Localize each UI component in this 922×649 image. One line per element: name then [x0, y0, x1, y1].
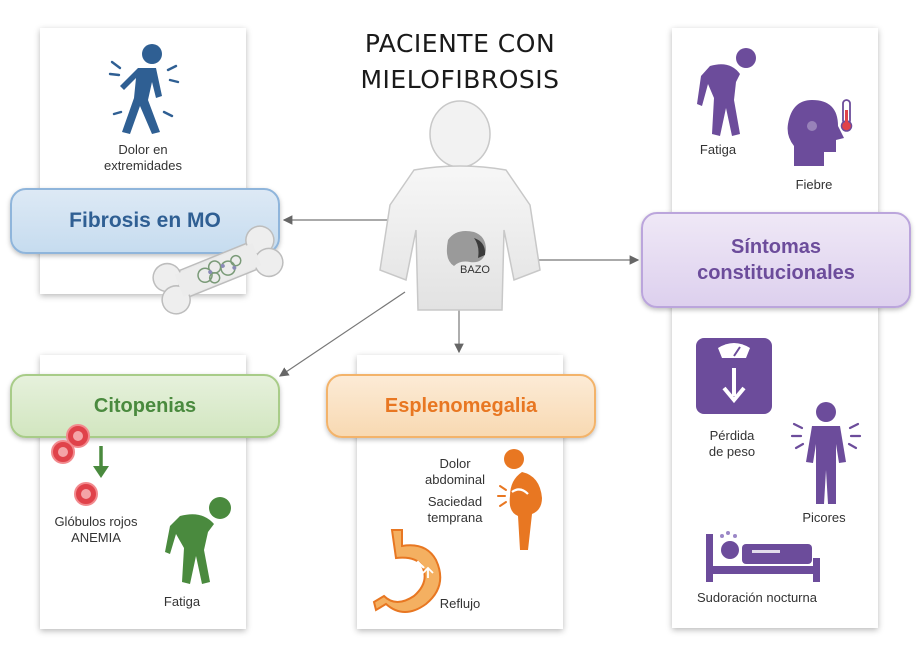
fatigue-green-icon	[165, 497, 231, 584]
weight-loss-line2: de peso	[708, 444, 756, 459]
abdominal-pain-label: Dolor abdominal	[414, 456, 496, 488]
title-line-2: MIELOFIBROSIS	[360, 65, 560, 94]
fatigue-purple-icon	[697, 48, 756, 136]
red-cells-label: Glóbulos rojos ANEMIA	[36, 514, 156, 546]
constitucionales-heading-line1: Síntomas	[730, 236, 822, 258]
early-satiety-label: Saciedad temprana	[414, 494, 496, 526]
citopenias-heading: Citopenias	[10, 374, 280, 438]
arrow-to-citopenias	[279, 291, 406, 377]
citopenias-heading-text: Citopenias	[93, 394, 197, 417]
fever-label: Fiebre	[795, 177, 833, 192]
red-blood-cells-icon	[51, 424, 109, 506]
night-sweat-label: Sudoración nocturna	[697, 590, 817, 605]
red-cells-label-line1: Glóbulos rojos	[54, 514, 138, 529]
abdominal-pain-line2: abdominal	[425, 472, 485, 487]
night-sweat-bed-icon	[706, 531, 820, 582]
abdominal-pain-person-icon	[497, 449, 542, 550]
esplenomegalia-heading: Esplenomegalia	[326, 374, 596, 438]
reflux-label: Reflujo	[439, 596, 481, 611]
fever-head-thermometer-icon	[787, 99, 853, 166]
page-title: PACIENTE CON MIELOFIBROSIS	[330, 26, 590, 98]
walking-pain-icon	[108, 44, 180, 134]
abdominal-pain-line1: Dolor	[439, 456, 471, 471]
early-satiety-line1: Saciedad	[427, 494, 483, 509]
itching-person-icon	[790, 402, 862, 504]
weight-loss-line1: Pérdida	[709, 428, 755, 443]
constitucionales-heading: Síntomas constitucionales	[641, 212, 911, 308]
weight-scale-icon	[696, 338, 772, 414]
constitucionales-heading-line2: constitucionales	[697, 262, 855, 284]
pain-extremities-label: Dolor en extremidades	[103, 142, 183, 173]
anemia-label: ANEMIA	[71, 530, 121, 545]
fatigue-green-label: Fatiga	[163, 594, 201, 609]
bone-icon	[152, 225, 284, 315]
itching-label: Picores	[802, 510, 846, 525]
fibrosis-heading-text: Fibrosis en MO	[69, 209, 221, 232]
fatigue-purple-label: Fatiga	[699, 142, 737, 157]
stomach-reflux-icon	[372, 529, 442, 613]
early-satiety-line2: temprana	[427, 510, 483, 525]
weight-loss-label: Pérdida de peso	[696, 428, 768, 460]
spleen-label: BAZO	[460, 264, 490, 276]
title-line-1: PACIENTE CON	[364, 29, 556, 58]
esplenomegalia-heading-text: Esplenomegalia	[384, 394, 538, 417]
fibrosis-heading: Fibrosis en MO	[10, 188, 280, 254]
patient-figure-icon	[379, 100, 541, 311]
